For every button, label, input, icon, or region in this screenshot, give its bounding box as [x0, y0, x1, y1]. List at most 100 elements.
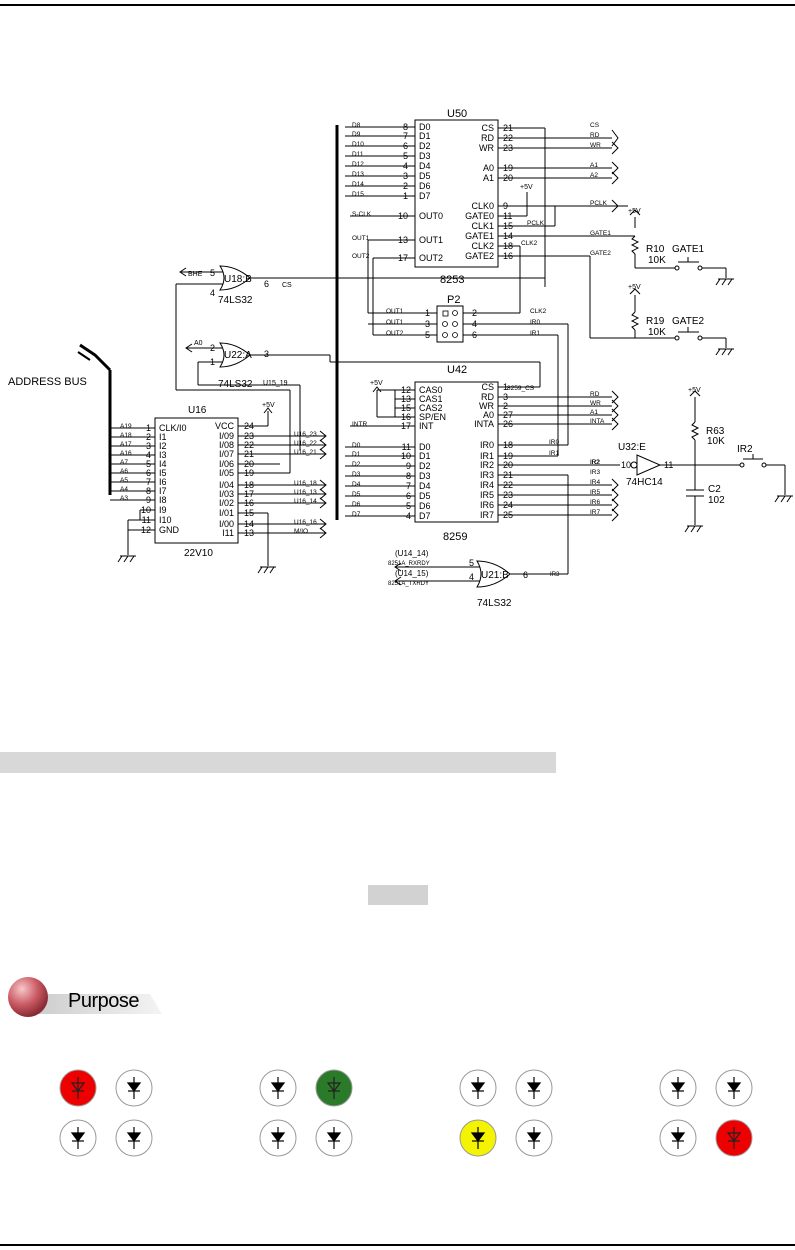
u16-pin-name: I/03: [219, 489, 234, 499]
u50-net-label: CLK2: [521, 240, 538, 247]
u50-box: [414, 119, 499, 268]
u50-ref: U50: [447, 108, 467, 120]
u16-pin-num: 23: [244, 431, 254, 441]
u42-net-label: INTA: [590, 418, 605, 425]
svg-text:8251A_TXRDY: 8251A_TXRDY: [388, 581, 429, 587]
r10-value: 10K: [648, 255, 666, 266]
schematic-diagram: ADDRESS BUS U50 8253 P2 U42 8259 U16 22V…: [8, 108, 793, 609]
u16-pin-num: 7: [146, 477, 151, 487]
u16-pin-name: I/02: [219, 498, 234, 508]
c2-value: 102: [708, 495, 725, 506]
svg-text:5: 5: [210, 268, 215, 278]
u50-net-label: D13: [352, 171, 364, 178]
u16-pin-num: 8: [146, 486, 151, 496]
svg-text:+5V: +5V: [520, 184, 533, 191]
u50-pin-name: D2: [419, 141, 431, 151]
u42-net-label: IR6: [590, 499, 601, 506]
u16-pin-num: 14: [244, 519, 254, 529]
led-indicator: [659, 1119, 697, 1157]
u16-pin-name: I5: [159, 468, 167, 478]
u16-pin-num: 1: [146, 423, 151, 433]
p2-pin-num: 1: [425, 308, 430, 318]
u16-net-label: A18: [120, 432, 132, 439]
u16-pin-name: I/00: [219, 519, 234, 529]
u42-net-label: D6: [352, 501, 361, 508]
u42-pin-name: CS: [481, 382, 494, 392]
u16-net-label: U16_23: [294, 431, 317, 438]
u42-pin-num: 22: [503, 480, 513, 490]
u50-net-label: GATE1: [590, 230, 611, 237]
u21-part: 74LS32: [477, 598, 512, 609]
u42-pin-num: 24: [503, 500, 513, 510]
diode-icon: [70, 1127, 86, 1149]
u50-pin-num: 13: [398, 235, 408, 245]
u50-pin-num: 16: [503, 251, 513, 261]
u50-pin-num: 21: [503, 123, 513, 133]
svg-text:2: 2: [210, 343, 215, 353]
svg-text:3: 3: [264, 349, 269, 359]
u50-pin-name: CLK0: [471, 201, 494, 211]
u50-pin-name: GATE1: [465, 231, 494, 241]
u16-pin-num: 21: [244, 449, 254, 459]
u50-pin-name: OUT0: [419, 211, 443, 221]
u50-pin-name: D5: [419, 171, 431, 181]
u16-pin-num: 19: [244, 468, 254, 478]
u42-pin-num: 20: [503, 460, 513, 470]
u16-pin-name: I6: [159, 477, 167, 487]
u16-part: 22V10: [184, 548, 213, 559]
u16-pin-num: 13: [244, 528, 254, 538]
u16-net-label: A17: [120, 441, 132, 448]
u50-net-label: GATE2: [590, 250, 611, 257]
u50-pin-num: 2: [403, 181, 408, 191]
u42-pin-num: 1: [503, 382, 508, 392]
u42-pin-num: 15: [401, 403, 411, 413]
u42-ref: U42: [447, 364, 467, 376]
u16-pin-name: I/01: [219, 508, 234, 518]
u42-pin-name: INTA: [474, 419, 494, 429]
c2-ref: C2: [708, 484, 721, 495]
u22-net2: U15_19: [263, 380, 288, 387]
svg-text:(U14_15): (U14_15): [395, 569, 429, 578]
p2-pin-num: 6: [472, 330, 477, 340]
u16-pin-name: I11: [222, 528, 234, 538]
svg-text:+5V: +5V: [262, 402, 275, 409]
u42-pin-name: IR1: [480, 451, 494, 461]
u50-pin-name: WR: [479, 143, 494, 153]
u42-pin-name: IR5: [480, 490, 494, 500]
svg-text:+5V: +5V: [628, 208, 641, 215]
p2-net-label: OUT1: [386, 308, 404, 315]
u50-pin-num: 19: [503, 163, 513, 173]
u50-pin-name: D7: [419, 191, 431, 201]
u42-pin-name: IR2: [480, 460, 494, 470]
diode-icon: [526, 1077, 542, 1099]
u50-pin-num: 20: [503, 173, 513, 183]
u42-net-label: IR0: [549, 439, 560, 446]
u50-pin-name: GATE0: [465, 211, 494, 221]
u50-net-label: D8: [352, 122, 361, 129]
u18-gate: [219, 265, 251, 291]
p2-pin-num: 5: [425, 330, 430, 340]
u42-pin-num: 27: [503, 410, 513, 420]
u42-pin-num: 3: [503, 392, 508, 402]
ir2-button-label: IR2: [737, 444, 753, 455]
u42-pin-num: 7: [406, 481, 411, 491]
u22-gate: [219, 342, 251, 368]
u16-pin-name: I/07: [219, 449, 234, 459]
u16-pin-name: I2: [159, 441, 167, 451]
u16-pin-num: 20: [244, 459, 254, 469]
u50-pin-name: D0: [419, 122, 431, 132]
u42-net-label: IR2: [590, 459, 601, 466]
u42-pin-num: 9: [406, 461, 411, 471]
u16-pin-name: GND: [159, 525, 180, 535]
r19-ref: R19: [646, 316, 665, 327]
p2-box: [436, 305, 464, 343]
u42-pin-name: IR6: [480, 500, 494, 510]
u32-part: 74HC14: [626, 477, 663, 488]
u18-part: 74LS32: [218, 295, 253, 306]
diode-icon: [670, 1077, 686, 1099]
led-indicator: [115, 1119, 153, 1157]
u50-net-label: D15: [352, 191, 364, 198]
u42-pin-num: 25: [503, 510, 513, 520]
svg-text:A0: A0: [194, 340, 203, 347]
u42-net-label: WR: [590, 400, 601, 407]
